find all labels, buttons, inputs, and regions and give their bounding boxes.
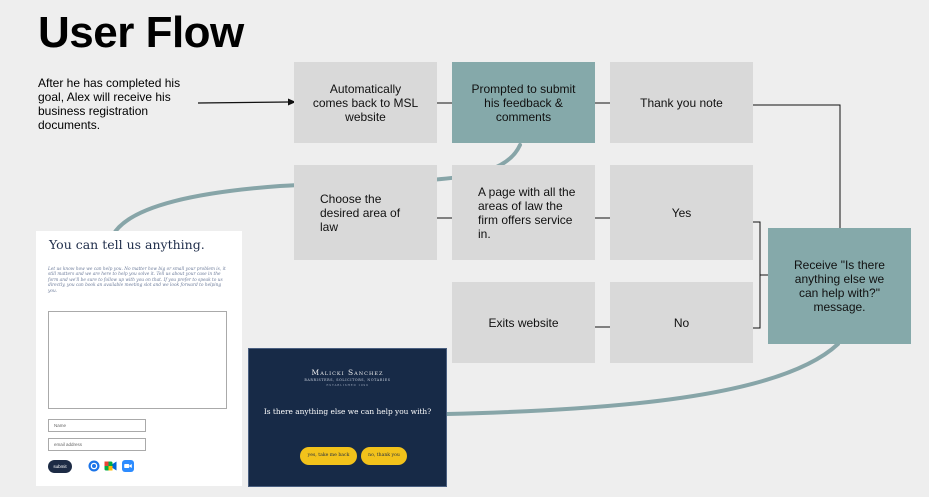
submit-button[interactable]: submit <box>48 460 72 473</box>
form-heading: You can tell us anything. <box>49 237 205 252</box>
node-choose-area: Choose the desired area of law <box>294 165 437 260</box>
arrowhead <box>288 98 296 106</box>
node-receive-message: Receive "Is there anything else we can h… <box>768 228 911 344</box>
brand-subtitle: BARRISTERS, SOLICITORS, NOTARIES <box>304 378 391 382</box>
no-thank-you-button[interactable]: no, thank you <box>361 447 407 465</box>
line-thank-to-receive <box>753 104 841 228</box>
intro-text: After he has completed his goal, Alex wi… <box>38 76 181 132</box>
node-exits-website: Exits website <box>452 282 595 363</box>
brand-established: ESTABLISHED 1999 <box>326 383 369 387</box>
dialog-mockup: Malicki Sanchez BARRISTERS, SOLICITORS, … <box>248 348 447 487</box>
google-meet-icon[interactable] <box>104 460 117 472</box>
form-body-text: Let us know how we can help you. No matt… <box>48 267 226 294</box>
line-yes-receive <box>753 221 761 329</box>
name-input[interactable]: Name <box>48 419 146 432</box>
arrow-intro-to-auto <box>197 101 290 104</box>
brand-logo-text: Malicki Sanchez <box>311 368 384 377</box>
contact-form-mockup: You can tell us anything. Let us know ho… <box>36 231 242 486</box>
node-no: No <box>610 282 753 363</box>
node-yes: Yes <box>610 165 753 260</box>
yes-take-me-back-button[interactable]: yes, take me back <box>300 447 357 465</box>
page-title: User Flow <box>38 8 244 57</box>
dialog-question: Is there anything else we can help you w… <box>263 407 432 416</box>
message-textarea[interactable] <box>48 311 227 409</box>
node-thank-you: Thank you note <box>610 62 753 143</box>
email-input[interactable]: email address <box>48 438 146 451</box>
webex-icon[interactable] <box>88 460 100 472</box>
zoom-icon[interactable] <box>122 460 134 472</box>
curve-message-to-dialog <box>445 342 840 416</box>
node-auto-back: Automatically comes back to MSL website <box>294 62 437 143</box>
node-areas-page: A page with all the areas of law the fir… <box>452 165 595 260</box>
node-prompted-feedback: Prompted to submit his feedback & commen… <box>452 62 595 143</box>
